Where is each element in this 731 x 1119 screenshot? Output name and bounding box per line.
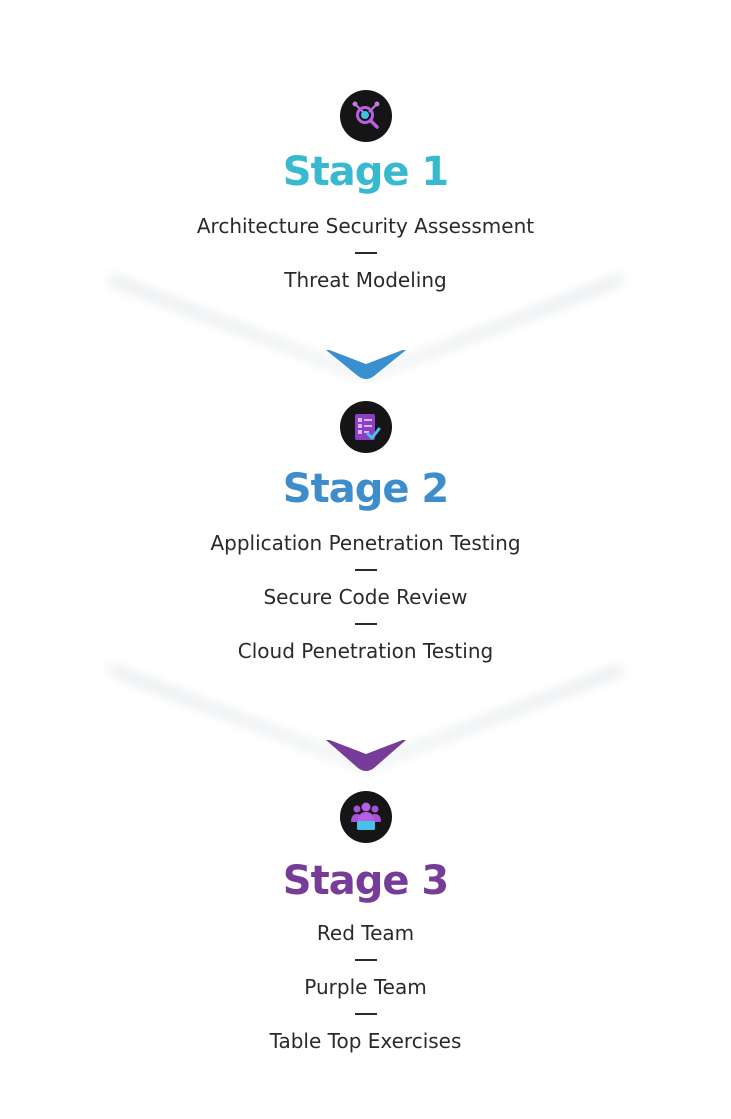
checklist-icon (354, 414, 380, 440)
team-meeting-icon (350, 802, 381, 830)
item-divider (354, 252, 377, 254)
item-divider (354, 569, 377, 571)
item-divider (354, 959, 377, 961)
stage-item: Threat Modeling (284, 268, 447, 292)
stage-item: Red Team (316, 921, 415, 945)
stage-1: Stage 1 Architecture Security Assessment… (0, 90, 731, 292)
stage-item: Architecture Security Assessment (196, 214, 535, 238)
chevron-down-icon (326, 350, 406, 379)
stage-item: Secure Code Review (263, 585, 468, 609)
stage-3-icon-badge (339, 791, 392, 843)
item-divider (354, 623, 377, 625)
stage-2-icon-badge (339, 401, 392, 453)
stage-3: Stage 3 Red Team Purple Team Table Top E… (0, 791, 731, 1053)
stage-2-items: Application Penetration Testing Secure C… (0, 531, 731, 663)
stage-2-title: Stage 2 (282, 466, 449, 512)
stage-1-items: Architecture Security Assessment Threat … (0, 214, 731, 292)
stage-item: Application Penetration Testing (210, 531, 521, 555)
connector-wedge-2 (100, 652, 632, 771)
chevron-down-icon (326, 740, 406, 771)
stage-item: Table Top Exercises (269, 1029, 462, 1053)
stage-item: Purple Team (304, 975, 427, 999)
stage-1-title: Stage 1 (282, 149, 449, 195)
stage-2: Stage 2 Application Penetration Testing … (0, 401, 731, 663)
item-divider (354, 1013, 377, 1015)
stage-3-title: Stage 3 (282, 858, 449, 904)
stage-1-icon-badge (339, 90, 392, 142)
stage-3-items: Red Team Purple Team Table Top Exercises (0, 921, 731, 1053)
stage-item: Cloud Penetration Testing (237, 639, 494, 663)
magnifier-network-icon (352, 101, 379, 129)
